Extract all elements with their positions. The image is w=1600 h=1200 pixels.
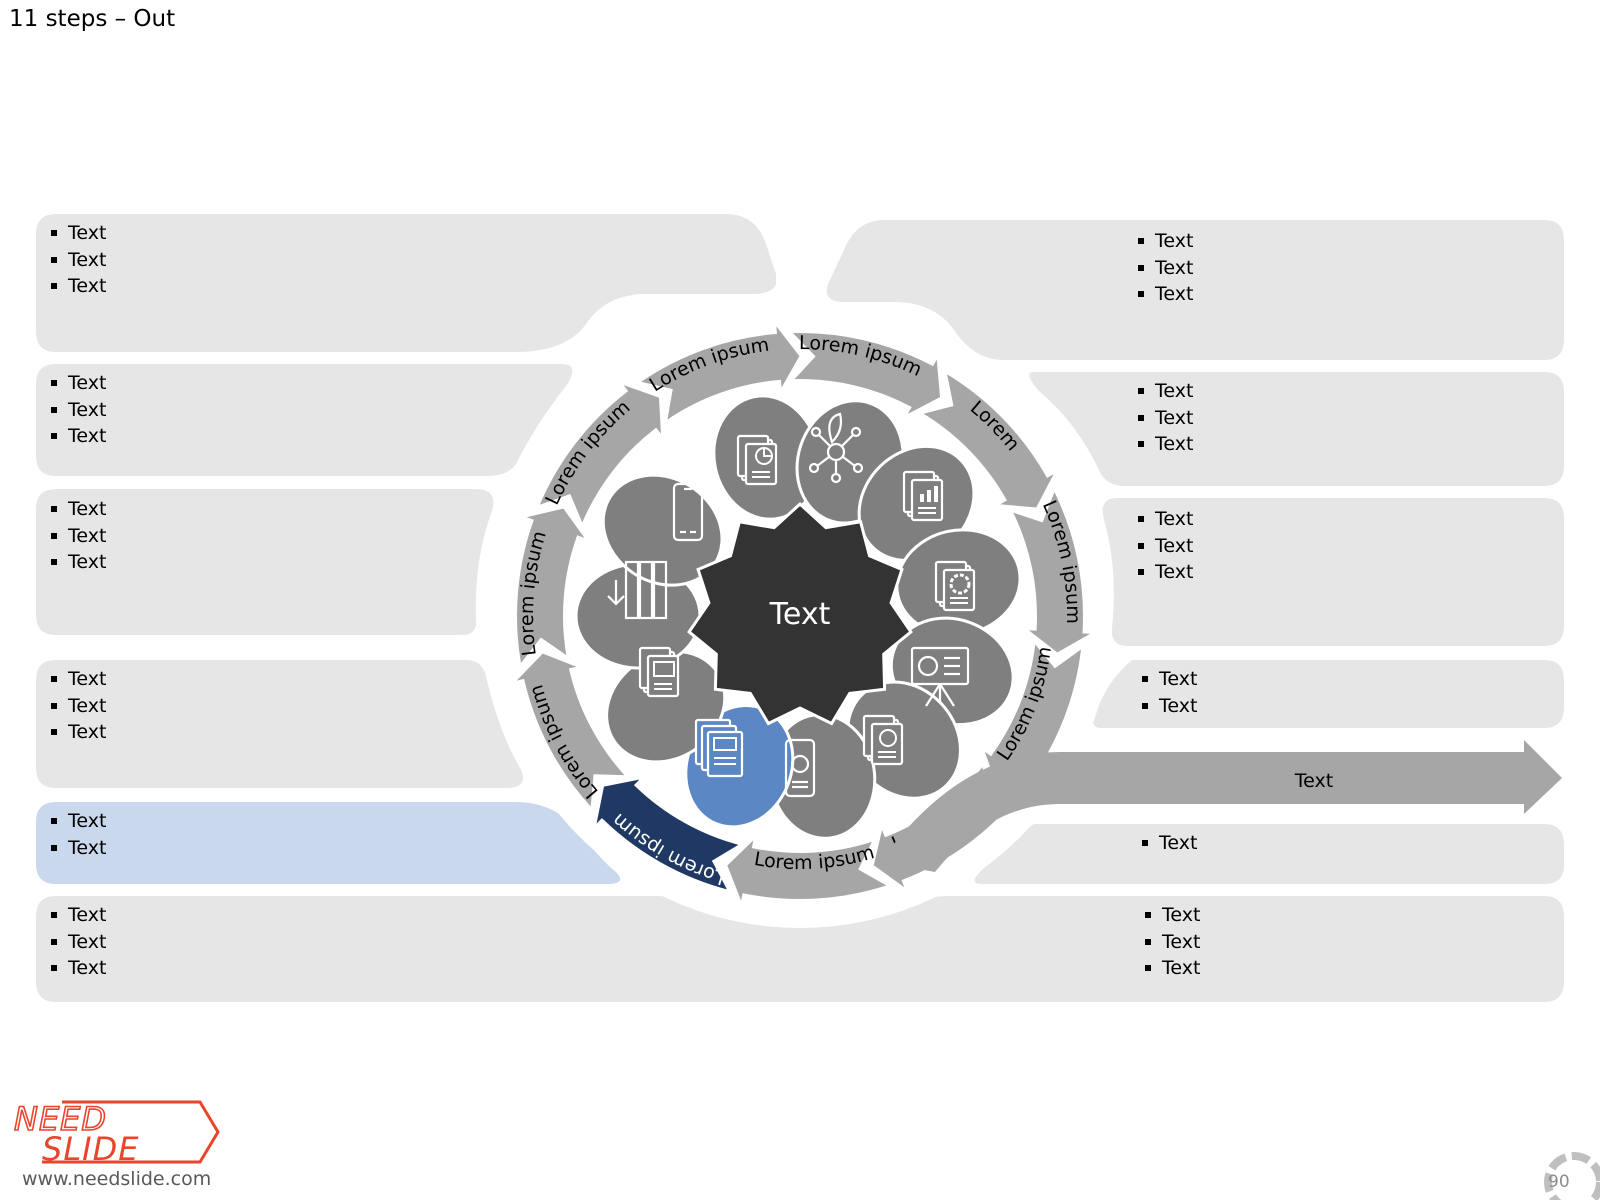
document-bar-chart-icon (902, 470, 944, 522)
list-item: Text (1142, 955, 1200, 982)
list-item: Text (48, 808, 106, 835)
left-panel-3-list: Text Text Text (48, 496, 106, 576)
left-panel-6-list: Text Text Text (48, 902, 106, 982)
center-star (687, 501, 913, 726)
left-panel-4 (36, 660, 524, 788)
footer-url[interactable]: www.needslide.com (22, 1168, 212, 1190)
logo-word-1: NEED (14, 1100, 107, 1138)
exit-arrow (880, 740, 1562, 872)
list-item: Text (48, 423, 106, 450)
list-item: Text (48, 220, 106, 247)
list-item: Text (1135, 281, 1193, 308)
list-item: Text (1135, 255, 1193, 282)
right-panel-6-list: Text Text Text (1142, 902, 1200, 982)
binders-download-icon (607, 560, 668, 620)
list-item: Text (1139, 693, 1197, 720)
right-panel-4-list: Text Text (1139, 666, 1197, 719)
left-panel-1-list: Text Text Text (48, 220, 106, 300)
right-panel-1 (826, 220, 1564, 360)
list-item: Text (48, 693, 106, 720)
center-label: Text (769, 597, 831, 632)
list-item: Text (1135, 559, 1193, 586)
page-badge-icon (1544, 1152, 1600, 1200)
left-panel-1 (36, 214, 776, 352)
presentation-board-icon (910, 646, 970, 707)
list-item: Text (48, 929, 106, 956)
right-panel-1-list: Text Text Text (1135, 228, 1193, 308)
molecule-network-icon (808, 412, 864, 484)
page-number: 90 (1548, 1172, 1570, 1192)
logo-word-2: SLIDE (42, 1130, 139, 1164)
list-item: Text (1135, 405, 1193, 432)
left-panel-5-list: Text Text (48, 808, 106, 861)
document-image-icon (638, 646, 680, 698)
list-item: Text (48, 666, 106, 693)
list-item: Text (48, 835, 106, 862)
list-item: Text (48, 955, 106, 982)
left-panel-2 (36, 364, 573, 476)
list-item: Text (1135, 378, 1193, 405)
list-item: Text (1142, 902, 1200, 929)
right-panel-3 (1102, 498, 1564, 646)
list-item: Text (48, 719, 106, 746)
right-panel-4 (1093, 660, 1564, 728)
phone-chart-icon (784, 738, 816, 798)
left-panel-6 (36, 896, 796, 1002)
right-panel-2 (1029, 372, 1564, 486)
document-stack-icon (694, 718, 744, 778)
document-refresh-icon (862, 714, 904, 766)
list-item: Text (48, 496, 106, 523)
list-item: Text (48, 370, 106, 397)
ring-arrow-segment (515, 506, 590, 668)
list-item: Text (48, 273, 106, 300)
list-item: Text (1135, 228, 1193, 255)
ring-arrow-segment (1009, 487, 1097, 655)
needslide-logo: NEED SLIDE (13, 1100, 220, 1164)
list-item: Text (1139, 666, 1197, 693)
list-item: Text (48, 902, 106, 929)
document-pie-icon (736, 434, 778, 486)
ring-arrow-segment (510, 651, 630, 812)
right-panel-2-list: Text Text Text (1135, 378, 1193, 458)
list-item: Text (48, 523, 106, 550)
list-item: Text (48, 397, 106, 424)
slide-title: 11 steps – Out (9, 6, 176, 32)
list-item: Text (48, 549, 106, 576)
list-item: Text (48, 247, 106, 274)
right-panel-3-list: Text Text Text (1135, 506, 1193, 586)
ring-arrow-segment (724, 834, 892, 908)
list-item: Text (1135, 506, 1193, 533)
ring-arrow-segment (536, 380, 664, 528)
right-panel-5-list: Text (1139, 830, 1197, 857)
exit-arrow-label: Text (1294, 770, 1333, 792)
ring-arrow-segment (918, 370, 1059, 510)
list-item: Text (1135, 431, 1193, 458)
left-panel-3 (36, 489, 494, 635)
list-item: Text (1139, 830, 1197, 857)
list-item: Text (1142, 929, 1200, 956)
left-panel-5-active (36, 802, 621, 884)
ring-arrow-segment (593, 776, 744, 893)
left-panel-2-list: Text Text Text (48, 370, 106, 450)
ring-arrow-segment (636, 319, 802, 424)
smartphone-icon (672, 482, 704, 542)
left-panel-4-list: Text Text Text (48, 666, 106, 746)
right-panel-6 (790, 896, 1564, 1002)
ring-arrow-segment (788, 331, 943, 419)
right-panel-5 (974, 824, 1564, 884)
document-gear-icon (934, 560, 976, 612)
list-item: Text (1135, 533, 1193, 560)
